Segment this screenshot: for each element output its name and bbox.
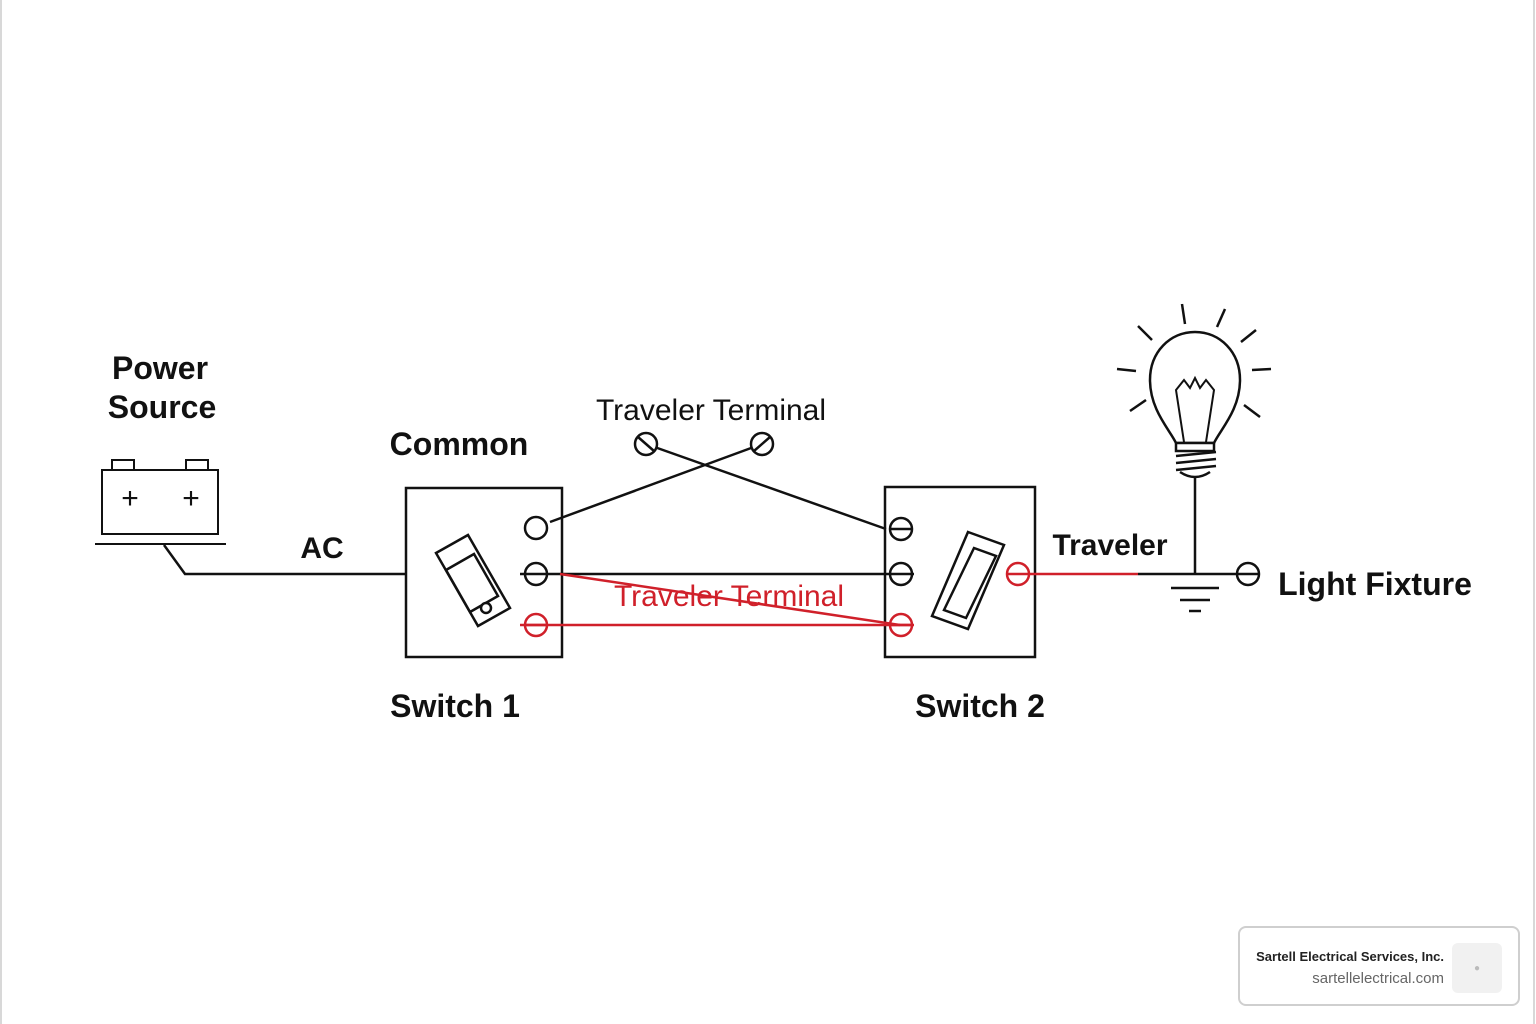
switch2-terminal-red bbox=[888, 612, 914, 638]
switch1-label: Switch 1 bbox=[390, 688, 520, 724]
switch2-terminal-mid bbox=[888, 561, 914, 587]
ground-symbol-icon bbox=[1171, 586, 1219, 613]
switch1-terminal-top bbox=[523, 515, 549, 541]
switch1-terminals bbox=[523, 515, 549, 638]
switch2-toggle-icon bbox=[930, 530, 1006, 631]
battery-plus-right: + bbox=[182, 482, 200, 515]
traveler-label: Traveler bbox=[1052, 529, 1167, 562]
switch2-terminal-out bbox=[1005, 561, 1031, 587]
attribution-logo-icon: ● bbox=[1452, 943, 1502, 993]
red-traveler-wires bbox=[520, 572, 1138, 627]
traveler-terminal-screw-right bbox=[749, 431, 775, 457]
traveler-terminal-label-mid: Traveler Terminal bbox=[614, 580, 844, 613]
light-fixture-label: Light Fixture bbox=[1278, 566, 1472, 602]
switch1-terminal-common bbox=[523, 561, 549, 587]
battery-plus-left: + bbox=[121, 482, 139, 515]
traveler-cross-wires bbox=[549, 442, 887, 531]
switch2-terminal-top bbox=[888, 516, 914, 542]
switch1-terminal-red bbox=[523, 612, 549, 638]
attribution-url[interactable]: sartellelectrical.com bbox=[1312, 970, 1444, 987]
ac-wire bbox=[162, 544, 430, 576]
switch2-terminals bbox=[888, 516, 1031, 638]
power-source-label-line2: Source bbox=[108, 389, 216, 425]
ac-label: AC bbox=[300, 532, 343, 565]
traveler-terminal-screws bbox=[633, 431, 775, 457]
traveler-terminal-screw-left bbox=[633, 431, 659, 457]
traveler-terminal-label-top: Traveler Terminal bbox=[596, 394, 826, 427]
light-fixture-terminal bbox=[1235, 561, 1261, 587]
switch2-label: Switch 2 bbox=[915, 688, 1045, 724]
light-bulb-icon bbox=[1116, 303, 1272, 479]
attribution-name: Sartell Electrical Services, Inc. bbox=[1256, 949, 1444, 964]
attribution-card[interactable]: Sartell Electrical Services, Inc. sartel… bbox=[1238, 926, 1520, 1006]
battery-icon bbox=[95, 459, 226, 545]
switch1-toggle-icon bbox=[434, 533, 512, 628]
power-source-label-line1: Power bbox=[112, 350, 208, 386]
common-label: Common bbox=[390, 426, 529, 462]
